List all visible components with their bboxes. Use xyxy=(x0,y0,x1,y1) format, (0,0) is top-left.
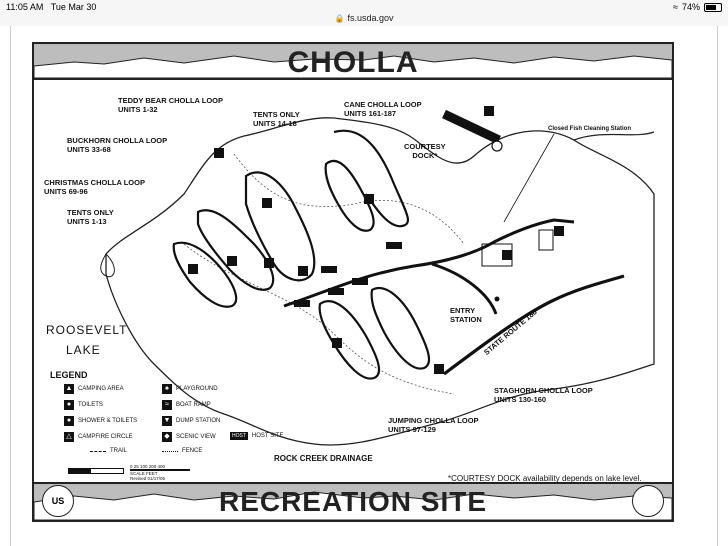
legend-playground: ♠PLAYGROUND xyxy=(162,384,218,394)
agency-seal xyxy=(632,485,664,517)
status-bar: 11:05 AM Tue Mar 30 🔒fs.usda.gov ≈ 74% xyxy=(0,0,728,26)
map-footer-banner: US RECREATION SITE xyxy=(34,482,672,520)
buckhorn-loop xyxy=(196,209,275,291)
legend-shower: ●SHOWER & TOILETS xyxy=(64,416,137,426)
legend-trail: TRAIL xyxy=(90,448,127,454)
legend-fence: FENCE xyxy=(162,448,202,454)
map-footer-title: RECREATION SITE xyxy=(218,486,488,517)
legend-dump-station: ▼DUMP STATION xyxy=(162,416,221,426)
boat-ramp-icon: ≈ xyxy=(162,400,172,410)
legend-boat-ramp: ≈BOAT RAMP xyxy=(162,400,211,410)
map-title: CHOLLA xyxy=(287,46,419,79)
battery-percent: 74% xyxy=(681,2,700,12)
playground-icon: ♠ xyxy=(162,384,172,394)
legend-scenic-view: ◆SCENIC VIEW xyxy=(162,432,216,442)
entry-road xyxy=(431,262,498,315)
mountain-silhouette-bottom xyxy=(34,491,672,520)
battery-icon xyxy=(704,2,722,12)
page-edge-left xyxy=(10,26,11,546)
cane-loop-inner xyxy=(324,159,375,232)
host-icon: HOST xyxy=(230,432,248,440)
url-bar[interactable]: 🔒fs.usda.gov xyxy=(0,13,728,23)
wifi-icon: ≈ xyxy=(673,2,678,12)
mountain-silhouette-top xyxy=(34,55,672,78)
label-closed-fish-station: Closed Fish Cleaning Station xyxy=(548,126,632,132)
map-header-banner: CHOLLA xyxy=(34,44,672,80)
state-route-188 xyxy=(443,274,625,376)
courtesy-dock xyxy=(442,109,501,145)
url-text: fs.usda.gov xyxy=(347,13,394,23)
jumping-loop xyxy=(318,300,381,380)
legend-toilets: ●TOILETS xyxy=(64,400,103,410)
fence-line xyxy=(162,450,178,452)
toilets-icon: ● xyxy=(64,400,74,410)
dump-station-icon: ▼ xyxy=(162,416,172,426)
campground-map[interactable]: CHOLLA xyxy=(32,42,674,522)
campfire-icon: △ xyxy=(64,432,74,442)
shower-icon: ● xyxy=(64,416,74,426)
trail-line xyxy=(90,450,106,452)
page-edge-right xyxy=(717,26,718,546)
legend-campfire: △CAMPFIRE CIRCLE xyxy=(64,432,133,442)
label-rock-creek: ROCK CREEK DRAINAGE xyxy=(274,454,373,463)
legend-title: LEGEND xyxy=(50,370,88,380)
map-drawing xyxy=(100,106,655,446)
main-road xyxy=(283,218,575,308)
status-right: ≈ 74% xyxy=(673,2,722,12)
scale-bar-arrow xyxy=(68,468,124,474)
cane-loop xyxy=(333,129,409,228)
scenic-view-icon: ◆ xyxy=(162,432,172,442)
tent-icon: ▲ xyxy=(64,384,74,394)
courtesy-dock-note: *COURTESY DOCK availability depends on l… xyxy=(448,474,642,483)
teddy-bear-loop xyxy=(244,171,316,282)
christmas-loop xyxy=(172,241,238,308)
usfs-seal: US xyxy=(42,485,74,517)
staghorn-loop xyxy=(370,287,431,370)
legend-camping: ▲CAMPING AREA xyxy=(64,384,124,394)
lock-icon: 🔒 xyxy=(334,14,345,23)
status-time: 11:05 AM Tue Mar 30 xyxy=(6,2,97,12)
